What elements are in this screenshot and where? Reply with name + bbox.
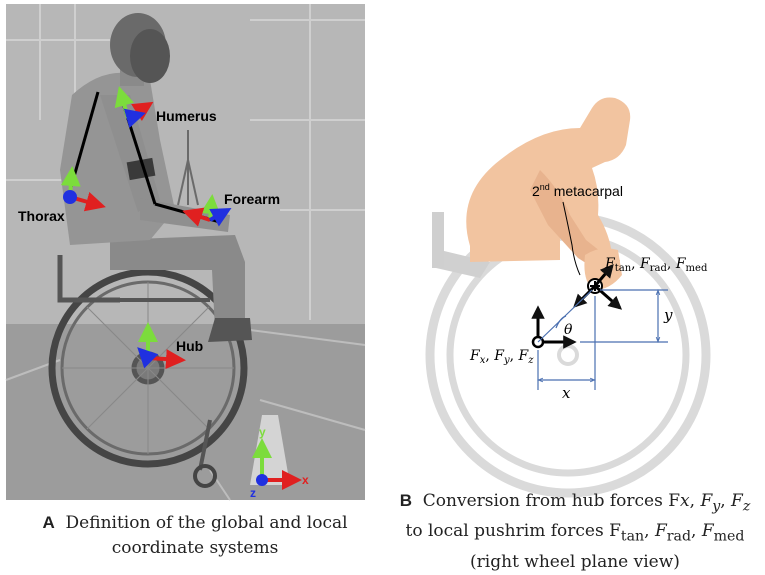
wheelchair — [48, 255, 248, 488]
panel-b-diagram: 2nd metacarpal Ftan, Frad, Fmed Fx, Fy, … — [425, 97, 711, 498]
caption-a-line2: coordinate systems — [111, 538, 279, 558]
seat — [432, 212, 490, 278]
caption-a-line1: Definition of the global and local — [65, 513, 348, 533]
caption-b-line1: Conversion from hub forces F — [422, 491, 681, 511]
label-hub-forces: Fx, Fy, Fz — [469, 348, 534, 366]
caption-b-line3: (right wheel plane view) — [470, 551, 680, 572]
hub-frame — [137, 322, 186, 370]
tripod — [177, 130, 199, 206]
label-local-forces: Ftan, Frad, Fmed — [604, 256, 708, 274]
label-hub: Hub — [176, 338, 203, 354]
axis-x-label: x — [302, 473, 309, 487]
label-metacarpal: 2nd metacarpal — [532, 182, 623, 199]
caption-b: B Conversion from hub forces Fx, Fy, Fz … — [395, 488, 755, 575]
label-thorax: Thorax — [18, 208, 65, 224]
dimension-lines — [538, 290, 668, 390]
forearm-frame — [182, 194, 232, 227]
panel-a-photo: Humerus Thorax Forearm Hub y x z — [5, 4, 366, 501]
label-theta: θ — [564, 322, 573, 338]
caption-b-line2: to local pushrim forces F — [405, 521, 621, 542]
caption-b-letter: B — [399, 491, 412, 510]
theta-angle — [537, 289, 593, 343]
axis-y-label: y — [259, 425, 266, 439]
caption-a: A Definition of the global and local coo… — [30, 510, 360, 561]
axis-z-label: z — [250, 486, 256, 500]
label-humerus: Humerus — [156, 108, 217, 124]
metacarpal-pointer — [562, 201, 581, 276]
label-forearm: Forearm — [224, 191, 280, 207]
caption-a-letter: A — [42, 513, 55, 532]
thorax-frame — [60, 166, 106, 212]
label-x: x — [562, 384, 571, 402]
wall-panels — [6, 4, 365, 320]
global-frame — [250, 415, 302, 490]
humerus-frame — [114, 86, 154, 129]
label-y: y — [663, 306, 673, 324]
